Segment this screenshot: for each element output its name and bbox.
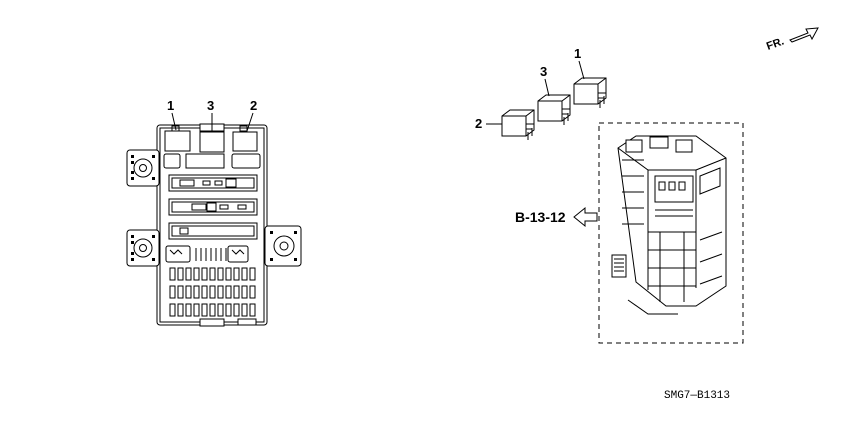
fuse-slot: [241, 267, 248, 281]
fuse-strip-1: [168, 174, 258, 192]
fuse-strip-3: [168, 222, 258, 240]
fuse-slot: [209, 285, 216, 299]
fuse-slot: [177, 267, 184, 281]
fuse-slot: [209, 303, 216, 317]
fuse-slot: [185, 267, 192, 281]
reference-indicator: B-13-12: [515, 206, 598, 228]
fuse-slot: [249, 303, 256, 317]
fuse-slot: [185, 303, 192, 317]
relay-box-assembly-view: [598, 122, 744, 344]
fuse-slot: [249, 267, 256, 281]
fuse-slot: [177, 285, 184, 299]
fuse-slot: [193, 303, 200, 317]
fuse-slot: [217, 267, 224, 281]
fuse-slot: [193, 285, 200, 299]
front-arrow-icon: [789, 27, 819, 43]
diagram-code: SMG7—B1313: [664, 390, 730, 402]
callout-right-2: 2: [475, 116, 482, 131]
callout-left-2: 2: [250, 98, 257, 113]
fuse-slot: [185, 285, 192, 299]
fuse-slot: [209, 267, 216, 281]
front-direction-indicator: FR.: [765, 27, 819, 53]
relay-sockets-row: [163, 130, 261, 169]
callout-left-3: 3: [207, 98, 214, 113]
callout-right-1: 1: [574, 46, 581, 61]
fuse-slot: [233, 285, 240, 299]
fuse-slot: [217, 303, 224, 317]
relay-box-front-view: [126, 123, 302, 327]
fuse-slot: [225, 303, 232, 317]
fuse-slot: [241, 285, 248, 299]
fuse-slot: [201, 303, 208, 317]
fuse-slot: [201, 285, 208, 299]
relay-3: [537, 94, 571, 125]
fuse-slot: [249, 285, 256, 299]
callout-left-1: 1: [167, 98, 174, 113]
fuse-slot: [177, 303, 184, 317]
front-direction-label: FR.: [765, 35, 786, 52]
mount-bracket-left-upper: [126, 149, 160, 187]
fuse-slot: [241, 303, 248, 317]
callout-right-3: 3: [540, 64, 547, 79]
fuse-slot: [169, 303, 176, 317]
fuse-slot: [193, 267, 200, 281]
fuse-slot: [169, 285, 176, 299]
fuse-strip-2: [168, 198, 258, 216]
reference-label: B-13-12: [515, 209, 566, 225]
fuse-slot: [169, 267, 176, 281]
fuse-slot: [225, 285, 232, 299]
reference-arrow-icon: [573, 206, 598, 228]
fuse-slot: [201, 267, 208, 281]
relay-2: [501, 109, 535, 140]
relay-1: [573, 77, 607, 108]
mount-bracket-left-lower: [126, 229, 160, 267]
fuse-slot: [225, 267, 232, 281]
fuse-grid: [169, 248, 256, 317]
fuse-slot: [233, 303, 240, 317]
mount-bracket-right: [264, 225, 302, 267]
fuse-slot: [233, 267, 240, 281]
fuse-slot: [217, 285, 224, 299]
left-callouts: 1 3 2: [167, 98, 257, 132]
